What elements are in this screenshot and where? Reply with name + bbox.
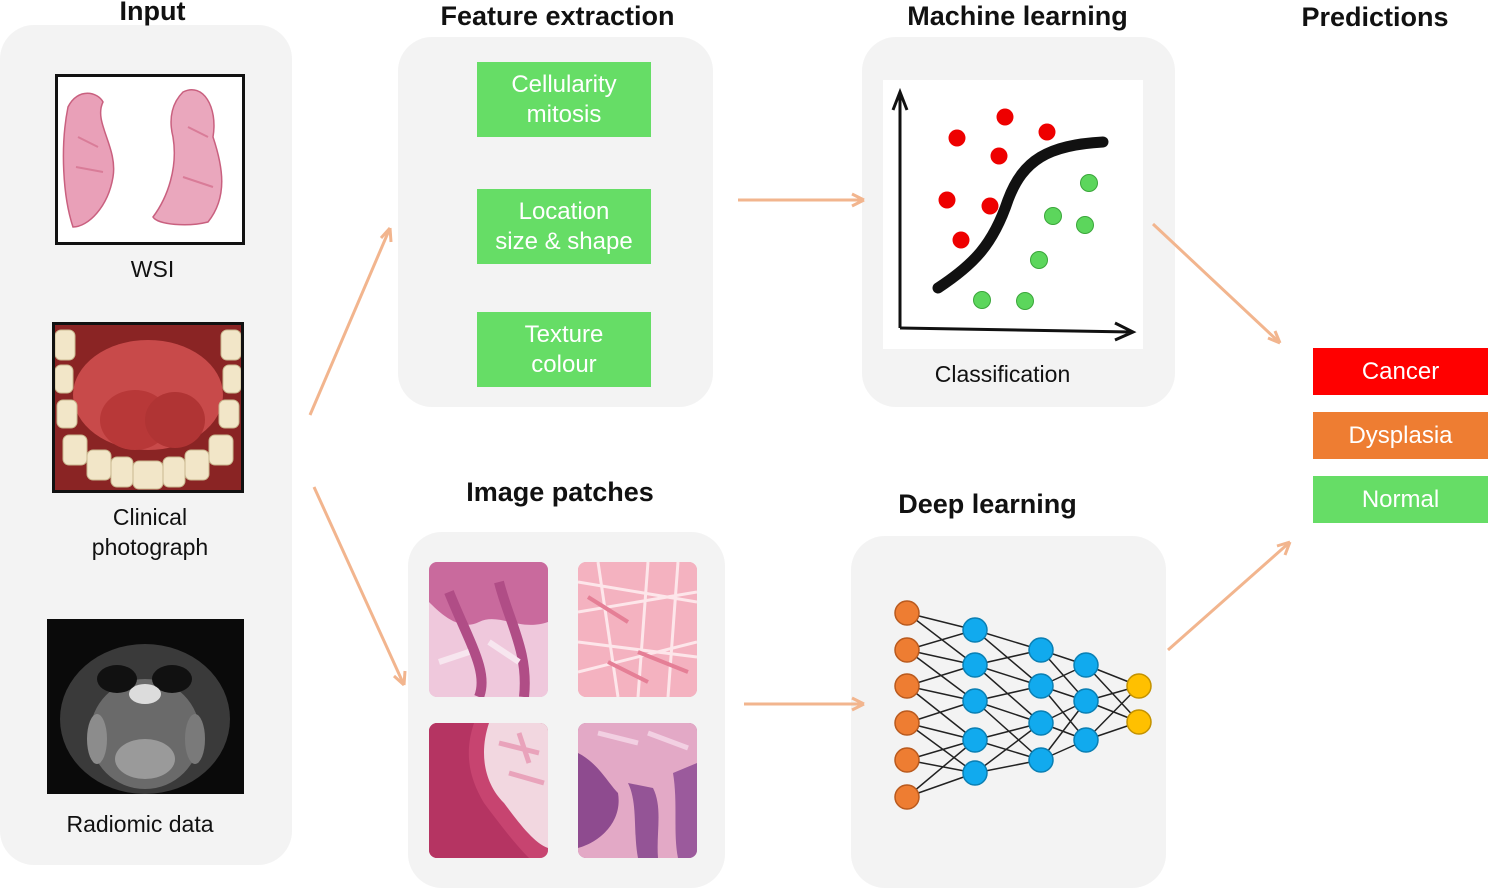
classification-label: Classification — [934, 361, 1071, 387]
green-point — [1076, 216, 1094, 234]
arrow-input-to-patches — [312, 486, 406, 686]
image-patch-3 — [429, 723, 548, 858]
radiomic-label: Radiomic data — [66, 811, 214, 837]
image-patch-2 — [578, 562, 697, 697]
prediction-dysplasia: Dysplasia — [1313, 412, 1488, 459]
feature-extraction-title: Feature extraction — [440, 1, 675, 31]
red-point — [952, 231, 970, 249]
predictions-title: Predictions — [1301, 2, 1449, 32]
red-point — [996, 108, 1014, 126]
red-point — [990, 147, 1008, 165]
feature-location-size-shape: Location size & shape — [477, 189, 651, 264]
green-point — [1030, 251, 1048, 269]
red-point — [1038, 123, 1056, 141]
red-point — [938, 191, 956, 209]
red-point — [981, 197, 999, 215]
image-patch-4 — [578, 723, 697, 858]
arrow-input-to-features — [308, 227, 392, 416]
prediction-normal: Normal — [1313, 476, 1488, 523]
prediction-cancer: Cancer — [1313, 348, 1488, 395]
radiomic-image — [47, 619, 244, 794]
arrow-head — [392, 670, 407, 687]
green-point — [1016, 292, 1034, 310]
decision-boundary-curve — [932, 136, 1109, 294]
image-patch-1 — [429, 562, 548, 697]
classification-plot-svg — [891, 87, 1137, 342]
arrow-dl-to-predictions — [1167, 540, 1291, 652]
image-patches-title: Image patches — [466, 477, 654, 507]
classification-x-axis — [899, 321, 1137, 342]
feature-cellularity-mitosis: Cellularity mitosis — [477, 62, 651, 137]
red-point — [948, 129, 966, 147]
machine-learning-title: Machine learning — [907, 1, 1128, 31]
wsi-label: WSI — [130, 256, 175, 282]
deep-learning-title: Deep learning — [898, 489, 1077, 519]
clinical-photograph-label: Clinical photograph — [91, 504, 209, 560]
feature-texture-colour: Texture colour — [477, 312, 651, 387]
classification-y-axis — [891, 87, 909, 328]
class-green-points — [973, 174, 1098, 310]
arrow-head — [1276, 540, 1292, 556]
input-title: Input — [119, 0, 186, 26]
wsi-image — [55, 74, 245, 245]
green-point — [1080, 174, 1098, 192]
arrow-head — [1267, 330, 1282, 345]
green-point — [1044, 207, 1062, 225]
arrow-head — [379, 226, 393, 243]
classification-plot — [883, 80, 1143, 349]
class-red-points — [938, 108, 1056, 249]
green-point — [973, 291, 991, 309]
deep-learning-panel — [851, 536, 1166, 888]
clinical-photograph-image — [52, 322, 244, 493]
